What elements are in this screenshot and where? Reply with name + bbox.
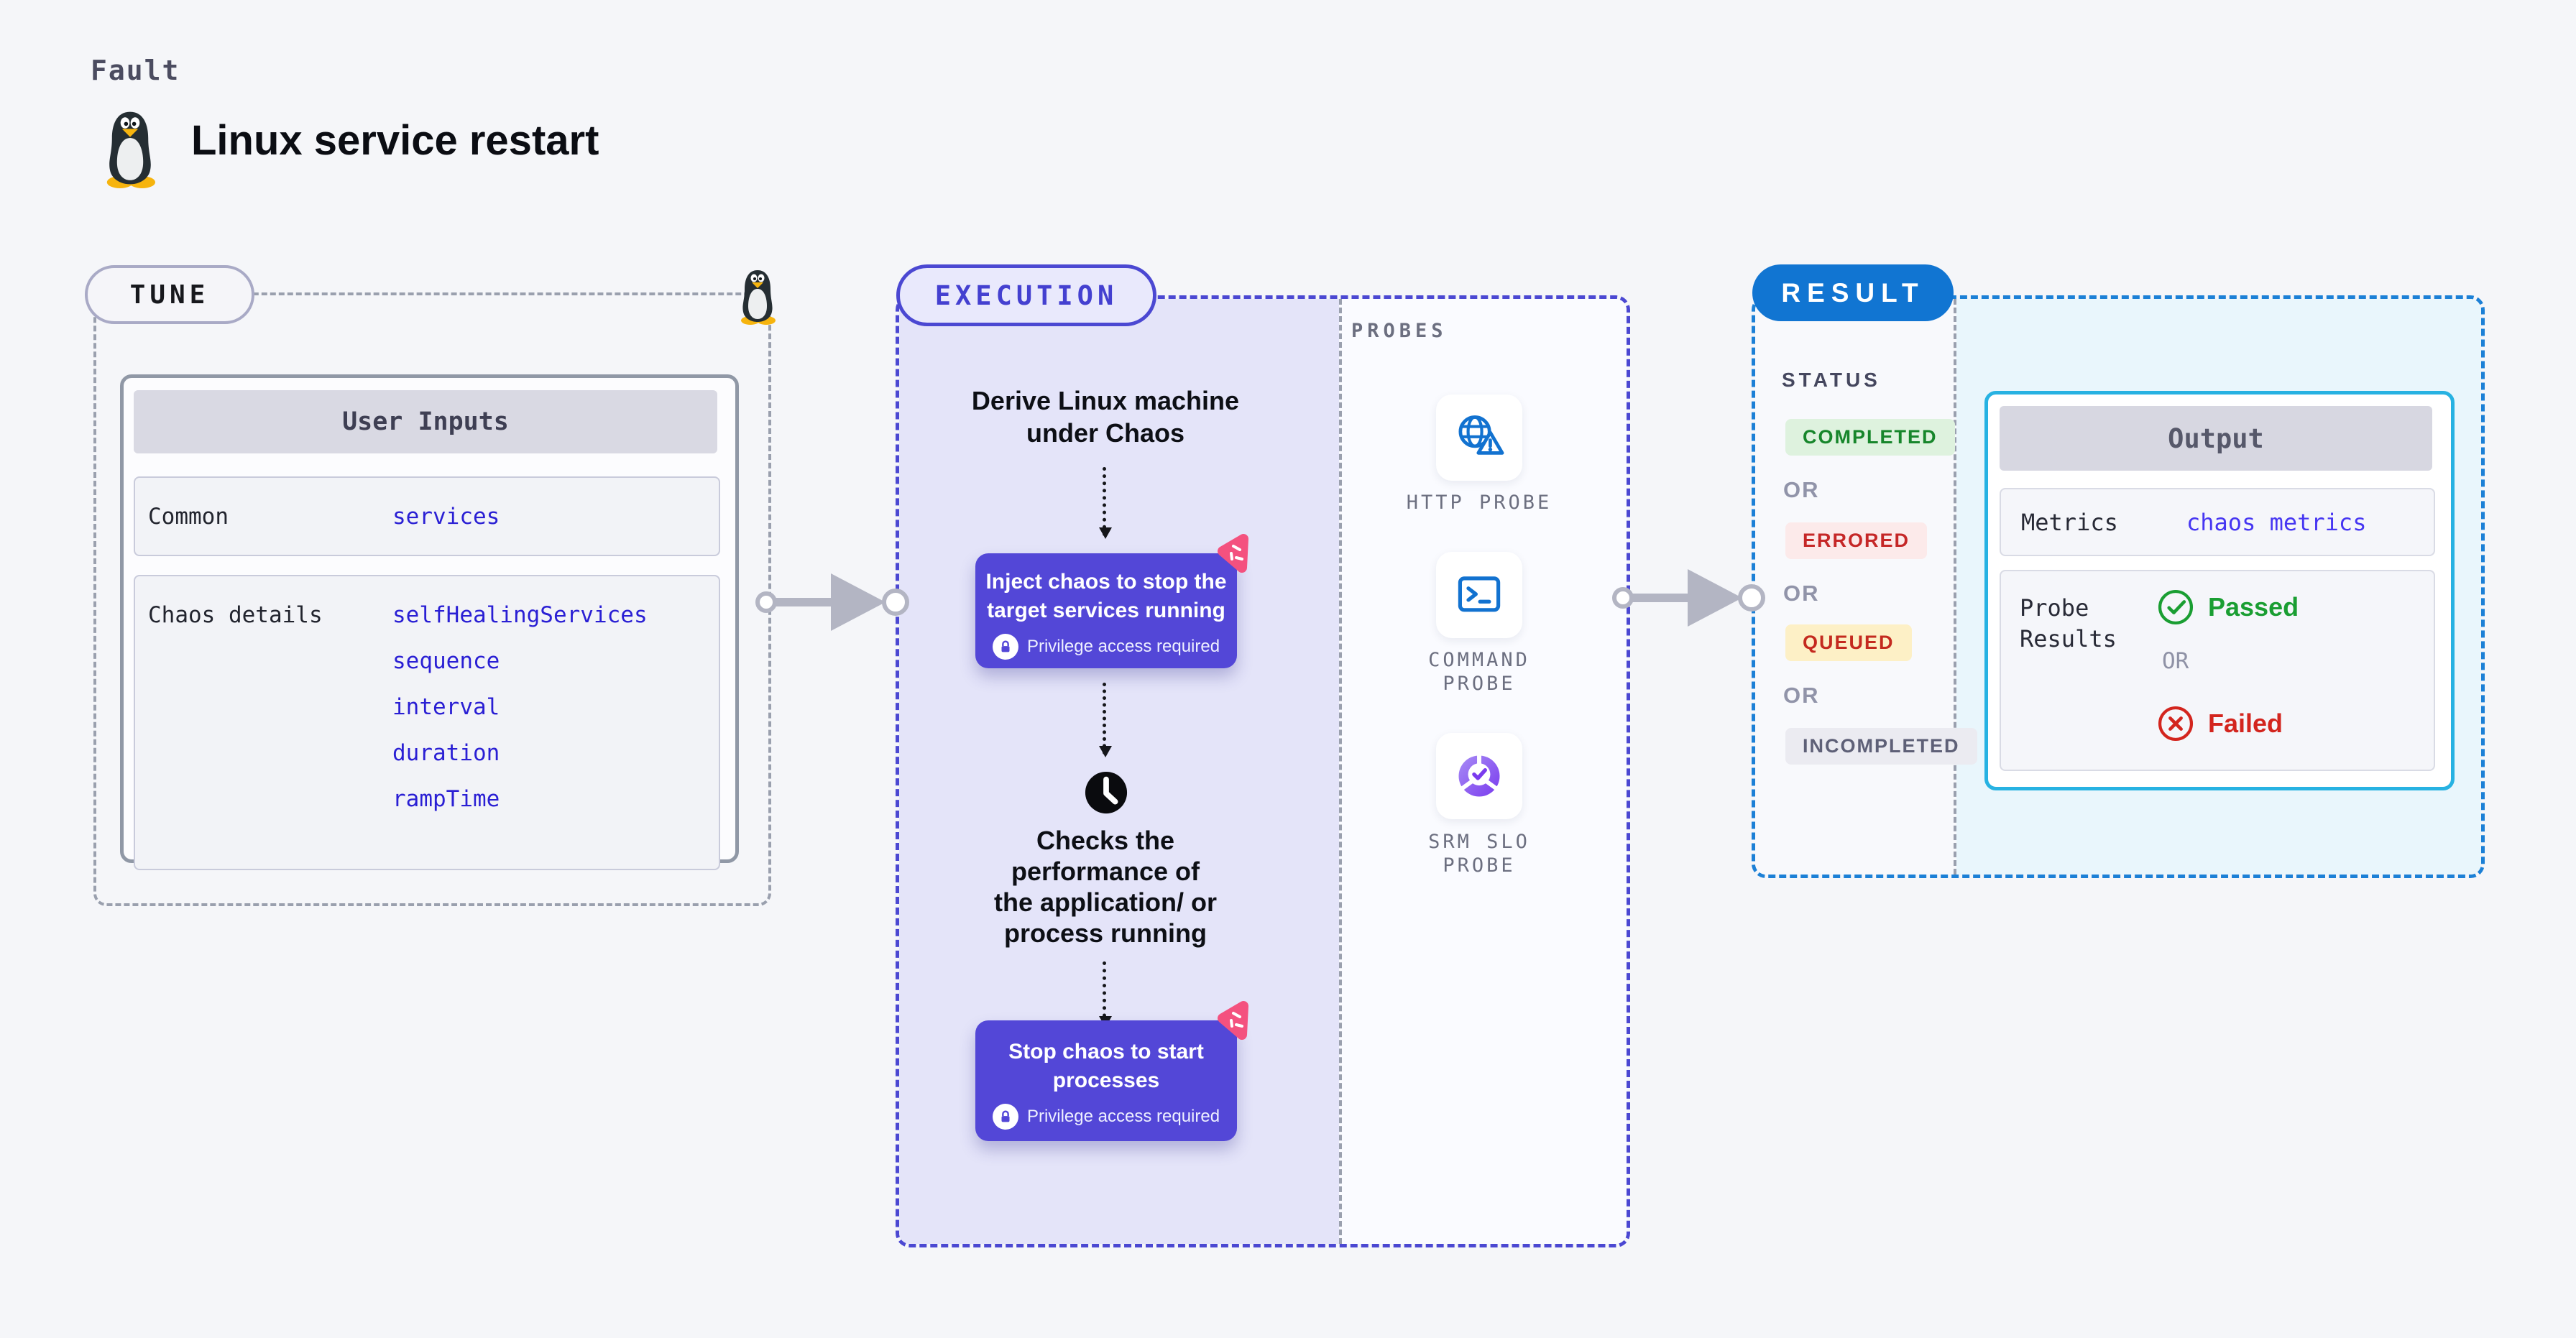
status-label: STATUS bbox=[1782, 369, 1881, 391]
arrow-right-icon bbox=[831, 573, 886, 631]
connector-node bbox=[1738, 584, 1765, 612]
passed-label: Passed bbox=[2208, 592, 2299, 622]
check-circle-icon bbox=[2158, 589, 2194, 625]
command-probe-label: COMMAND PROBE bbox=[1428, 649, 1530, 695]
user-inputs-row-common: Common services bbox=[134, 476, 720, 556]
chaos-spark-icon bbox=[1218, 1001, 1248, 1040]
param-link-selfhealingservices[interactable]: selfHealingServices bbox=[392, 602, 648, 628]
lock-icon bbox=[992, 1104, 1018, 1130]
param-link-sequence[interactable]: sequence bbox=[392, 648, 500, 674]
srm-slo-probe-label: SRM SLO PROBE bbox=[1428, 831, 1530, 877]
metrics-label: Metrics bbox=[2021, 508, 2118, 536]
connector-node bbox=[882, 589, 909, 616]
or-separator: OR bbox=[2162, 648, 2189, 674]
user-inputs-row-chaos-details: Chaos details selfHealingServices sequen… bbox=[134, 575, 720, 870]
command-probe-card bbox=[1436, 552, 1522, 638]
arrow-right-line bbox=[770, 598, 842, 606]
status-badge-errored: ERRORED bbox=[1785, 522, 1928, 559]
tux-penguin-icon bbox=[106, 111, 155, 188]
srm-slo-probe-card bbox=[1436, 733, 1522, 819]
privilege-note: Privilege access required bbox=[1026, 1107, 1220, 1126]
status-badge-queued: QUEUED bbox=[1785, 624, 1912, 661]
status-badge-incompleted: INCOMPLETED bbox=[1785, 728, 1977, 765]
stop-chaos-title: Stop chaos to start processes bbox=[1008, 1040, 1204, 1092]
inject-chaos-title: Inject chaos to stop the target services… bbox=[985, 570, 1227, 622]
metrics-row: Metrics chaos metrics bbox=[2000, 488, 2435, 556]
connector-node bbox=[755, 591, 777, 613]
probes-label: PROBES bbox=[1351, 320, 1448, 342]
checks-step-text: Checks the performance of the applicatio… bbox=[993, 826, 1218, 948]
page-title: Linux service restart bbox=[191, 117, 599, 164]
failed-row: Failed bbox=[2156, 704, 2283, 743]
arrow-right-line bbox=[1627, 594, 1699, 602]
derive-step-text: Derive Linux machine under Chaos bbox=[971, 386, 1240, 448]
status-badge-completed: COMPLETED bbox=[1785, 419, 1955, 456]
probe-results-label: Probe Results bbox=[2020, 594, 2117, 652]
output-header: Output bbox=[2000, 406, 2432, 471]
failed-label: Failed bbox=[2208, 709, 2283, 738]
result-badge: RESULT bbox=[1752, 264, 1954, 321]
or-separator: OR bbox=[1783, 683, 1820, 708]
param-link-services[interactable]: services bbox=[392, 503, 500, 530]
connector-node bbox=[1612, 587, 1634, 609]
or-separator: OR bbox=[1783, 581, 1820, 606]
globe-alert-icon bbox=[1458, 415, 1504, 455]
terminal-icon bbox=[1458, 576, 1501, 612]
chaos-spark-icon bbox=[1218, 534, 1248, 573]
tune-badge: TUNE bbox=[85, 265, 254, 324]
http-probe-label: HTTP PROBE bbox=[1406, 492, 1552, 514]
row-label: Common bbox=[148, 503, 229, 530]
fault-kicker: Fault bbox=[91, 55, 180, 86]
metrics-value-link[interactable]: chaos metrics bbox=[2186, 508, 2367, 536]
passed-row: Passed bbox=[2156, 588, 2299, 627]
param-link-ramptime[interactable]: rampTime bbox=[392, 786, 500, 812]
stop-chaos-step: Stop chaos to start processes Privilege … bbox=[975, 1020, 1237, 1141]
x-circle-icon bbox=[2158, 706, 2194, 742]
arrow-down-icon bbox=[1099, 961, 1112, 1028]
status-column bbox=[1755, 299, 1956, 875]
or-separator: OR bbox=[1783, 477, 1820, 502]
user-inputs-header: User Inputs bbox=[134, 390, 717, 453]
arrow-down-icon bbox=[1099, 467, 1112, 539]
arrow-right-icon bbox=[1688, 569, 1742, 627]
param-link-duration[interactable]: duration bbox=[392, 740, 500, 766]
inject-chaos-step: Inject chaos to stop the target services… bbox=[975, 553, 1237, 668]
privilege-note: Privilege access required bbox=[1026, 637, 1220, 656]
probe-results-row bbox=[2000, 570, 2435, 771]
param-link-interval[interactable]: interval bbox=[392, 694, 500, 720]
slo-donut-check-icon bbox=[1458, 754, 1500, 797]
tux-penguin-icon-small bbox=[741, 270, 776, 325]
http-probe-card bbox=[1436, 395, 1522, 481]
arrow-down-icon bbox=[1099, 683, 1112, 757]
clock-icon bbox=[1085, 771, 1128, 814]
row-label: Chaos details bbox=[148, 602, 323, 628]
execution-badge: EXECUTION bbox=[896, 264, 1156, 326]
lock-icon bbox=[992, 634, 1018, 660]
